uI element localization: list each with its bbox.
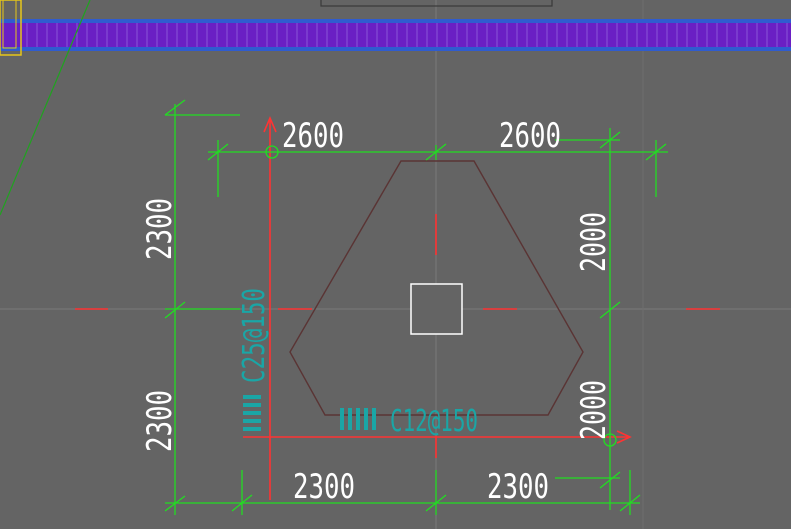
rebar-label-horizontal: C12@150	[390, 404, 478, 439]
pile-cap-outline	[289, 160, 584, 416]
upper-element-outline	[320, 0, 553, 7]
yellow-marker-inner	[2, 0, 17, 49]
dimension-bottom-left: 2300	[293, 467, 355, 507]
column	[410, 283, 463, 335]
dimension-right-upper: 2000	[574, 212, 614, 272]
dimension-left-lower: 2300	[140, 390, 180, 452]
dimension-left-upper: 2300	[140, 198, 180, 260]
rebar-symbol-horizontal	[340, 408, 376, 430]
dimension-top-left: 2600	[282, 116, 344, 156]
dimension-right-lower: 2000	[574, 380, 614, 440]
diagonal-line	[0, 0, 91, 216]
rebar-symbol-vertical	[243, 395, 261, 431]
rebar-label-vertical: C25@150	[237, 288, 272, 383]
dimension-bottom-right: 2300	[487, 467, 549, 507]
yellow-marker	[0, 0, 22, 56]
beam-hatch	[26, 23, 788, 47]
dimension-lines	[164, 99, 668, 515]
axis-lines	[75, 214, 720, 458]
dimension-top-right: 2600	[499, 116, 561, 156]
beam-strip	[0, 19, 791, 51]
rebar-lines	[243, 115, 632, 500]
